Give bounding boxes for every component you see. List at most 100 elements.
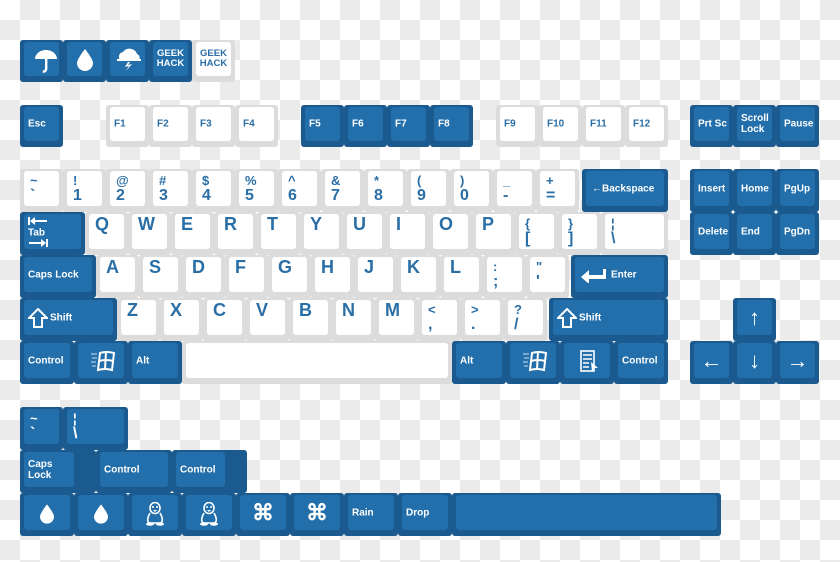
key-o[interactable]: O: [429, 212, 472, 255]
key-x[interactable]: X: [160, 298, 203, 341]
key-t[interactable]: T: [257, 212, 300, 255]
extra-drop-key-1[interactable]: [20, 493, 74, 536]
esc-key[interactable]: Esc: [20, 105, 63, 147]
key-period[interactable]: >.: [461, 298, 504, 341]
extra-control-key-1[interactable]: Control: [96, 450, 172, 493]
key-slash[interactable]: ?/: [504, 298, 547, 341]
key-7[interactable]: &7: [321, 169, 364, 212]
f10-key[interactable]: F10: [539, 105, 582, 147]
left-alt-key[interactable]: Alt: [128, 341, 182, 384]
key-j[interactable]: J: [354, 255, 397, 298]
geekhack-blue-key[interactable]: GEEK HACK: [149, 40, 192, 82]
key-a[interactable]: A: [96, 255, 139, 298]
right-windows-key[interactable]: [506, 341, 560, 384]
key-d[interactable]: D: [182, 255, 225, 298]
f2-key[interactable]: F2: [149, 105, 192, 147]
pgup-key[interactable]: PgUp: [776, 169, 819, 212]
f12-key[interactable]: F12: [625, 105, 668, 147]
right-control-key[interactable]: Control: [614, 341, 668, 384]
left-control-key[interactable]: Control: [20, 341, 74, 384]
key-1[interactable]: !1: [63, 169, 106, 212]
arrow-down-key[interactable]: ↓: [733, 341, 776, 384]
left-shift-key[interactable]: Shift: [20, 298, 117, 341]
f8-key[interactable]: F8: [430, 105, 473, 147]
pgdn-key[interactable]: PgDn: [776, 212, 819, 255]
right-shift-key[interactable]: Shift: [549, 298, 668, 341]
key-0[interactable]: )0: [450, 169, 493, 212]
key-y[interactable]: Y: [300, 212, 343, 255]
key-w[interactable]: W: [128, 212, 171, 255]
key-right-bracket[interactable]: }]: [558, 212, 601, 255]
pause-key[interactable]: Pause: [776, 105, 819, 147]
extra-linux-key-2[interactable]: [182, 493, 236, 536]
key-6[interactable]: ^6: [278, 169, 321, 212]
extra-grave-key[interactable]: ~`: [20, 407, 63, 450]
key-minus[interactable]: _-: [493, 169, 536, 212]
right-alt-key[interactable]: Alt: [452, 341, 506, 384]
key-v[interactable]: V: [246, 298, 289, 341]
key-3[interactable]: #3: [149, 169, 192, 212]
f6-key[interactable]: F6: [344, 105, 387, 147]
scroll-lock-key[interactable]: Scroll Lock: [733, 105, 776, 147]
key-i[interactable]: I: [386, 212, 429, 255]
key-f[interactable]: F: [225, 255, 268, 298]
extra-drop-key-2[interactable]: [74, 493, 128, 536]
arrow-left-key[interactable]: ←: [690, 341, 733, 384]
delete-key[interactable]: Delete: [690, 212, 733, 255]
home-key[interactable]: Home: [733, 169, 776, 212]
key-b[interactable]: B: [289, 298, 332, 341]
key-k[interactable]: K: [397, 255, 440, 298]
key-z[interactable]: Z: [117, 298, 160, 341]
extra-command-key-1[interactable]: ⌘: [236, 493, 290, 536]
f9-key[interactable]: F9: [496, 105, 539, 147]
enter-key[interactable]: Enter: [571, 255, 668, 298]
extra-backslash-key[interactable]: ¦\: [63, 407, 128, 450]
f7-key[interactable]: F7: [387, 105, 430, 147]
arrow-right-key[interactable]: →: [776, 341, 819, 384]
key-grave[interactable]: ~`: [20, 169, 63, 212]
end-key[interactable]: End: [733, 212, 776, 255]
key-5[interactable]: %5: [235, 169, 278, 212]
key-s[interactable]: S: [139, 255, 182, 298]
caps-lock-key[interactable]: Caps Lock: [20, 255, 96, 298]
arrow-up-key[interactable]: ↑: [733, 298, 776, 341]
key-u[interactable]: U: [343, 212, 386, 255]
key-c[interactable]: C: [203, 298, 246, 341]
key-e[interactable]: E: [171, 212, 214, 255]
key-comma[interactable]: <,: [418, 298, 461, 341]
extra-control-key-2[interactable]: Control: [172, 450, 247, 493]
key-equals[interactable]: +=: [536, 169, 579, 212]
f4-key[interactable]: F4: [235, 105, 278, 147]
key-q[interactable]: Q: [85, 212, 128, 255]
key-m[interactable]: M: [375, 298, 418, 341]
extra-linux-key-1[interactable]: [128, 493, 182, 536]
extra-spacebar[interactable]: [452, 493, 721, 536]
key-g[interactable]: G: [268, 255, 311, 298]
f11-key[interactable]: F11: [582, 105, 625, 147]
prtsc-key[interactable]: Prt Sc: [690, 105, 733, 147]
key-r[interactable]: R: [214, 212, 257, 255]
f5-key[interactable]: F5: [301, 105, 344, 147]
key-9[interactable]: (9: [407, 169, 450, 212]
key-8[interactable]: *8: [364, 169, 407, 212]
tab-key[interactable]: Tab: [20, 212, 85, 255]
key-backslash[interactable]: ¦\: [601, 212, 668, 255]
key-2[interactable]: @2: [106, 169, 149, 212]
key-quote[interactable]: "': [526, 255, 569, 298]
backspace-key[interactable]: ←Backspace: [582, 169, 668, 212]
spacebar[interactable]: [182, 341, 452, 384]
key-n[interactable]: N: [332, 298, 375, 341]
key-4[interactable]: $4: [192, 169, 235, 212]
geekhack-white-key[interactable]: GEEK HACK: [192, 40, 235, 82]
extra-rain-key[interactable]: Rain: [344, 493, 398, 536]
extra-command-key-2[interactable]: ⌘: [290, 493, 344, 536]
extra-caps-lock-key[interactable]: Caps Lock: [20, 450, 96, 493]
key-l[interactable]: L: [440, 255, 483, 298]
key-h[interactable]: H: [311, 255, 354, 298]
key-p[interactable]: P: [472, 212, 515, 255]
f3-key[interactable]: F3: [192, 105, 235, 147]
insert-key[interactable]: Insert: [690, 169, 733, 212]
f1-key[interactable]: F1: [106, 105, 149, 147]
menu-key[interactable]: [560, 341, 614, 384]
drop-key[interactable]: [63, 40, 106, 82]
